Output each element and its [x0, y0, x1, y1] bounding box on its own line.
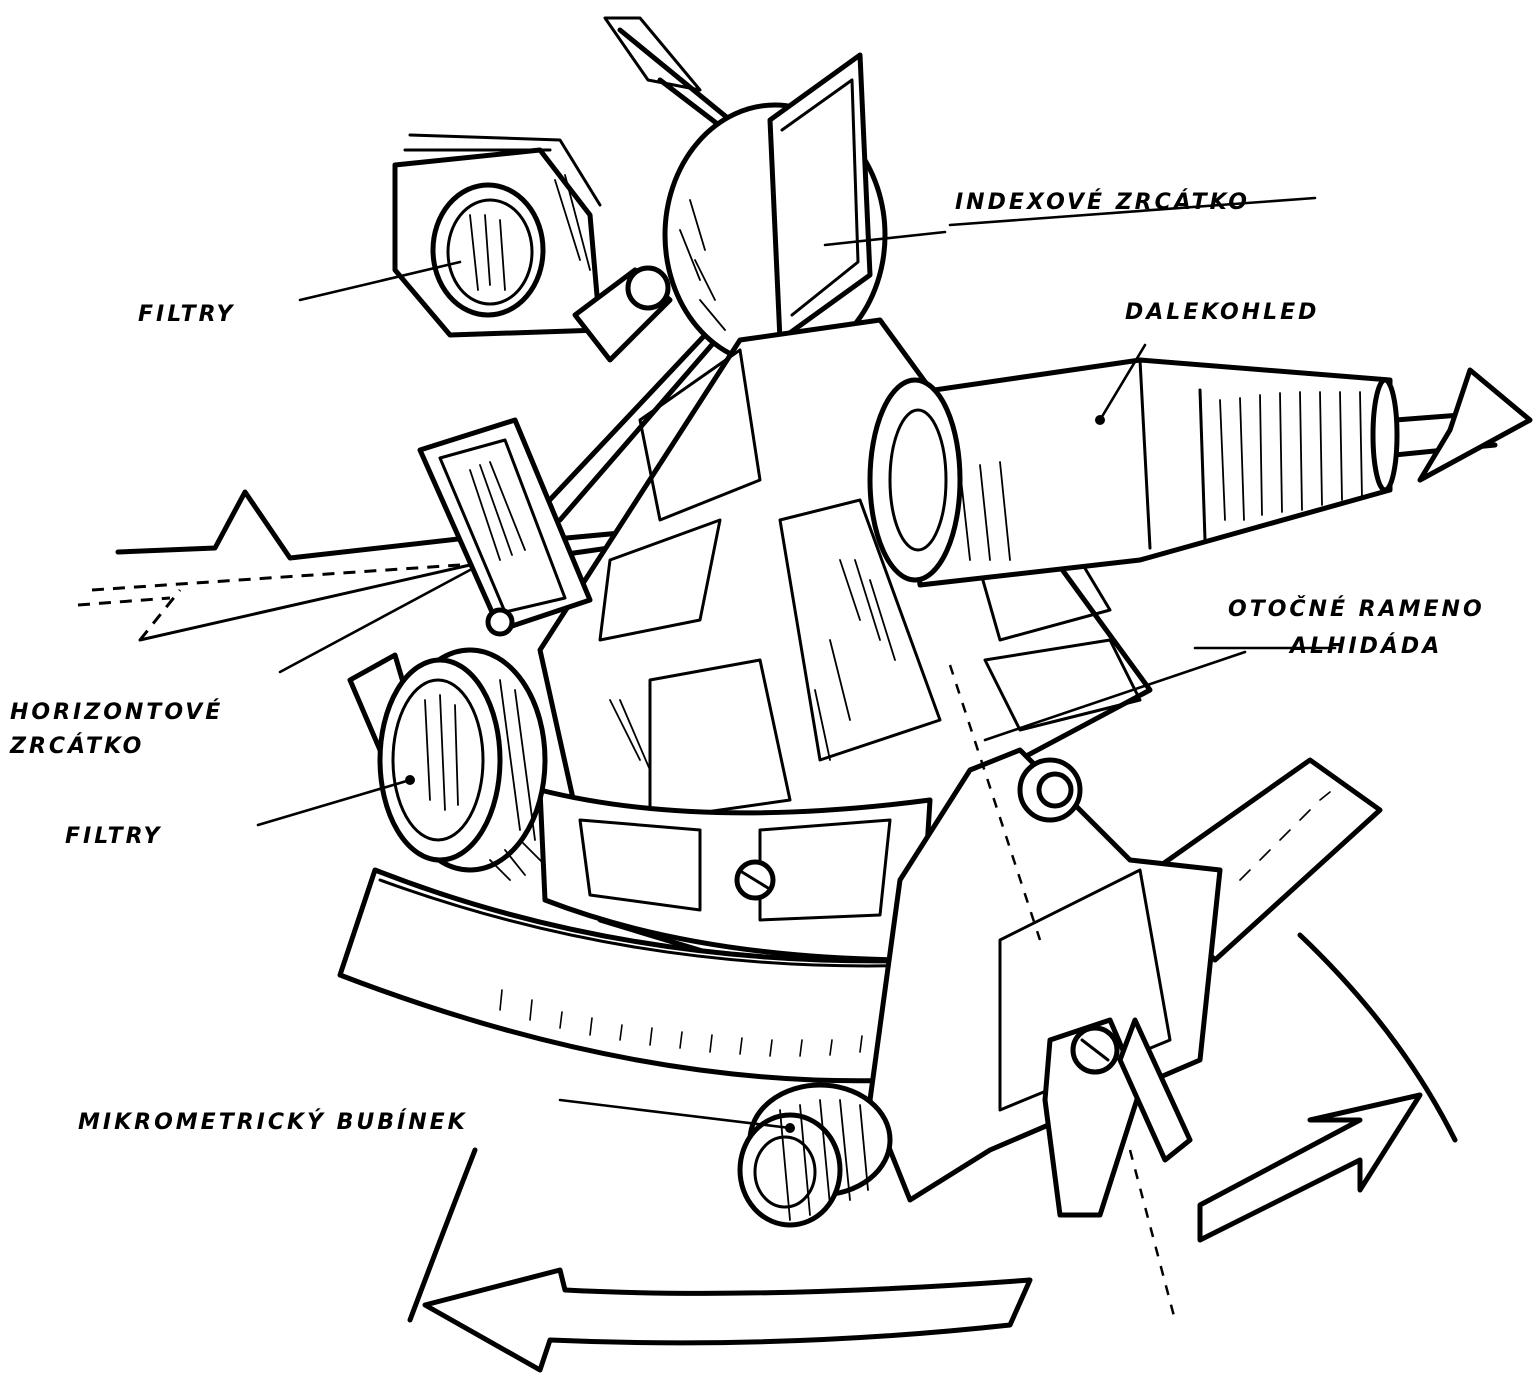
horizon-mirror — [420, 420, 590, 634]
label-index-mirror: INDEXOVÉ ZRCÁTKO — [955, 188, 1250, 218]
label-filters-bottom: FILTRY — [65, 822, 162, 852]
label-horizon-mirror-line2: ZRCÁTKO — [10, 732, 144, 762]
label-alidade-line1: OTOČNÉ RAMENO — [1228, 595, 1485, 625]
label-alidade-line2: ALHIDÁDA — [1290, 632, 1442, 662]
telescope — [870, 360, 1397, 585]
bottom-filters — [350, 650, 545, 880]
label-micrometer-drum: MIKROMETRICKÝ BUBÍNEK — [78, 1108, 468, 1138]
label-telescope: DALEKOHLED — [1125, 298, 1319, 328]
index-mirror-assembly — [665, 55, 885, 365]
label-horizon-mirror-line1: HORIZONTOVÉ — [10, 698, 223, 728]
label-filters-top: FILTRY — [138, 300, 235, 330]
top-filters — [395, 135, 670, 360]
micrometer-drum — [740, 1085, 890, 1225]
